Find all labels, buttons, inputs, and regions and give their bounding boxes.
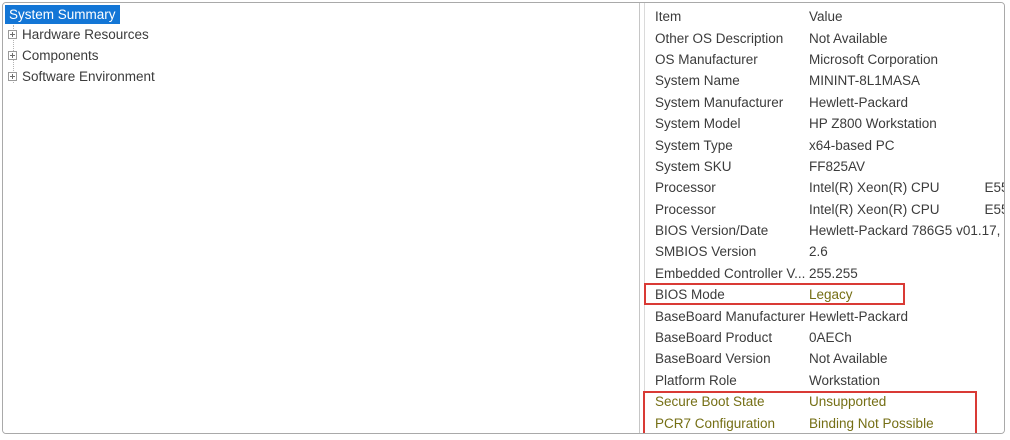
tree-item-label: Software Environment bbox=[22, 69, 155, 84]
row-item: System Model bbox=[655, 116, 741, 132]
column-header-row: Item Value bbox=[645, 6, 1004, 27]
row-item: BIOS Version/Date bbox=[655, 223, 769, 239]
column-header-item[interactable]: Item bbox=[655, 9, 682, 25]
table-row[interactable]: System SKU FF825AV bbox=[645, 156, 1004, 177]
row-item: SMBIOS Version bbox=[655, 244, 757, 260]
row-value: x64-based PC bbox=[809, 137, 895, 153]
table-row-pcr7-configuration[interactable]: PCR7 Configuration Binding Not Possible bbox=[645, 412, 1004, 433]
row-item: System Name bbox=[655, 73, 740, 89]
table-row[interactable]: Embedded Controller V... 255.255 bbox=[645, 263, 1004, 284]
row-value: 255.255 bbox=[809, 265, 858, 281]
table-row[interactable]: BaseBoard Version Not Available bbox=[645, 348, 1004, 369]
row-value: Binding Not Possible bbox=[809, 415, 934, 431]
table-row[interactable]: Processor Intel(R) Xeon(R) CPU E5506 bbox=[645, 199, 1004, 220]
row-item: BaseBoard Product bbox=[655, 330, 773, 346]
tree-item-label: Hardware Resources bbox=[22, 27, 149, 42]
row-value: Hewlett-Packard bbox=[809, 308, 909, 324]
row-value: Hewlett-Packard bbox=[809, 94, 909, 110]
expand-plus-icon[interactable] bbox=[8, 30, 17, 39]
table-row-bios-mode[interactable]: BIOS Mode Legacy bbox=[645, 284, 1004, 305]
row-item: System Manufacturer bbox=[655, 94, 784, 110]
row-item: Processor bbox=[655, 180, 716, 196]
row-value: Not Available bbox=[809, 351, 888, 367]
row-value: Intel(R) Xeon(R) CPU E5506 bbox=[809, 201, 1004, 217]
row-value: Legacy bbox=[809, 287, 853, 303]
table-row-secure-boot-state[interactable]: Secure Boot State Unsupported bbox=[645, 391, 1004, 412]
row-value: 2.6 bbox=[809, 244, 828, 260]
row-value: Hewlett-Packard 786G5 v01.17, 8/ bbox=[809, 223, 1004, 239]
row-value: Unsupported bbox=[809, 394, 887, 410]
row-item: Embedded Controller V... bbox=[655, 265, 806, 281]
tree-list: Hardware Resources Components Software E… bbox=[3, 24, 639, 87]
table-row[interactable]: OS Manufacturer Microsoft Corporation bbox=[645, 49, 1004, 70]
row-value: FF825AV bbox=[809, 158, 866, 174]
table-row[interactable]: BIOS Version/Date Hewlett-Packard 786G5 … bbox=[645, 220, 1004, 241]
table-row[interactable]: System Model HP Z800 Workstation bbox=[645, 113, 1004, 134]
row-item: Secure Boot State bbox=[655, 394, 765, 410]
row-value: 0AECh bbox=[809, 330, 852, 346]
table-row[interactable]: System Name MININT-8L1MASA bbox=[645, 70, 1004, 91]
tree-item-label: Components bbox=[22, 48, 99, 63]
table-row[interactable]: System Manufacturer Hewlett-Packard bbox=[645, 92, 1004, 113]
table-row[interactable]: System Type x64-based PC bbox=[645, 134, 1004, 155]
row-item: PCR7 Configuration bbox=[655, 415, 776, 431]
row-item: System Type bbox=[655, 137, 733, 153]
row-item: Platform Role bbox=[655, 372, 737, 388]
column-header-value[interactable]: Value bbox=[809, 9, 843, 25]
row-value: Microsoft Corporation bbox=[809, 51, 939, 67]
detail-list-pane: Item Value Other OS Description Not Avai… bbox=[644, 3, 1004, 433]
table-row[interactable]: Other OS Description Not Available bbox=[645, 27, 1004, 48]
table-row[interactable]: Platform Role Workstation bbox=[645, 370, 1004, 391]
row-item: BIOS Mode bbox=[655, 287, 725, 303]
row-item: BaseBoard Version bbox=[655, 351, 771, 367]
table-row[interactable]: SMBIOS Version 2.6 bbox=[645, 241, 1004, 262]
expand-plus-icon[interactable] bbox=[8, 51, 17, 60]
system-information-window: System Summary Hardware Resources Compon… bbox=[2, 2, 1005, 434]
tree-item-components[interactable]: Components bbox=[3, 45, 639, 66]
row-value: Not Available bbox=[809, 30, 888, 46]
tree-item-hardware-resources[interactable]: Hardware Resources bbox=[3, 24, 639, 45]
row-value: MININT-8L1MASA bbox=[809, 73, 921, 89]
table-row[interactable]: BaseBoard Product 0AECh bbox=[645, 327, 1004, 348]
row-item: Processor bbox=[655, 201, 716, 217]
tree-item-system-summary[interactable]: System Summary bbox=[5, 5, 120, 24]
category-tree-pane: System Summary Hardware Resources Compon… bbox=[3, 3, 640, 433]
row-item: OS Manufacturer bbox=[655, 51, 758, 67]
row-value: Intel(R) Xeon(R) CPU E5506 bbox=[809, 180, 1004, 196]
row-item: System SKU bbox=[655, 158, 732, 174]
table-row[interactable]: Processor Intel(R) Xeon(R) CPU E5506 bbox=[645, 177, 1004, 198]
row-value: Workstation bbox=[809, 372, 881, 388]
row-value: HP Z800 Workstation bbox=[809, 116, 937, 132]
tree-item-software-environment[interactable]: Software Environment bbox=[3, 66, 639, 87]
row-item: BaseBoard Manufacturer bbox=[655, 308, 806, 324]
expand-plus-icon[interactable] bbox=[8, 72, 17, 81]
row-item: Other OS Description bbox=[655, 30, 784, 46]
table-row[interactable]: BaseBoard Manufacturer Hewlett-Packard bbox=[645, 305, 1004, 326]
